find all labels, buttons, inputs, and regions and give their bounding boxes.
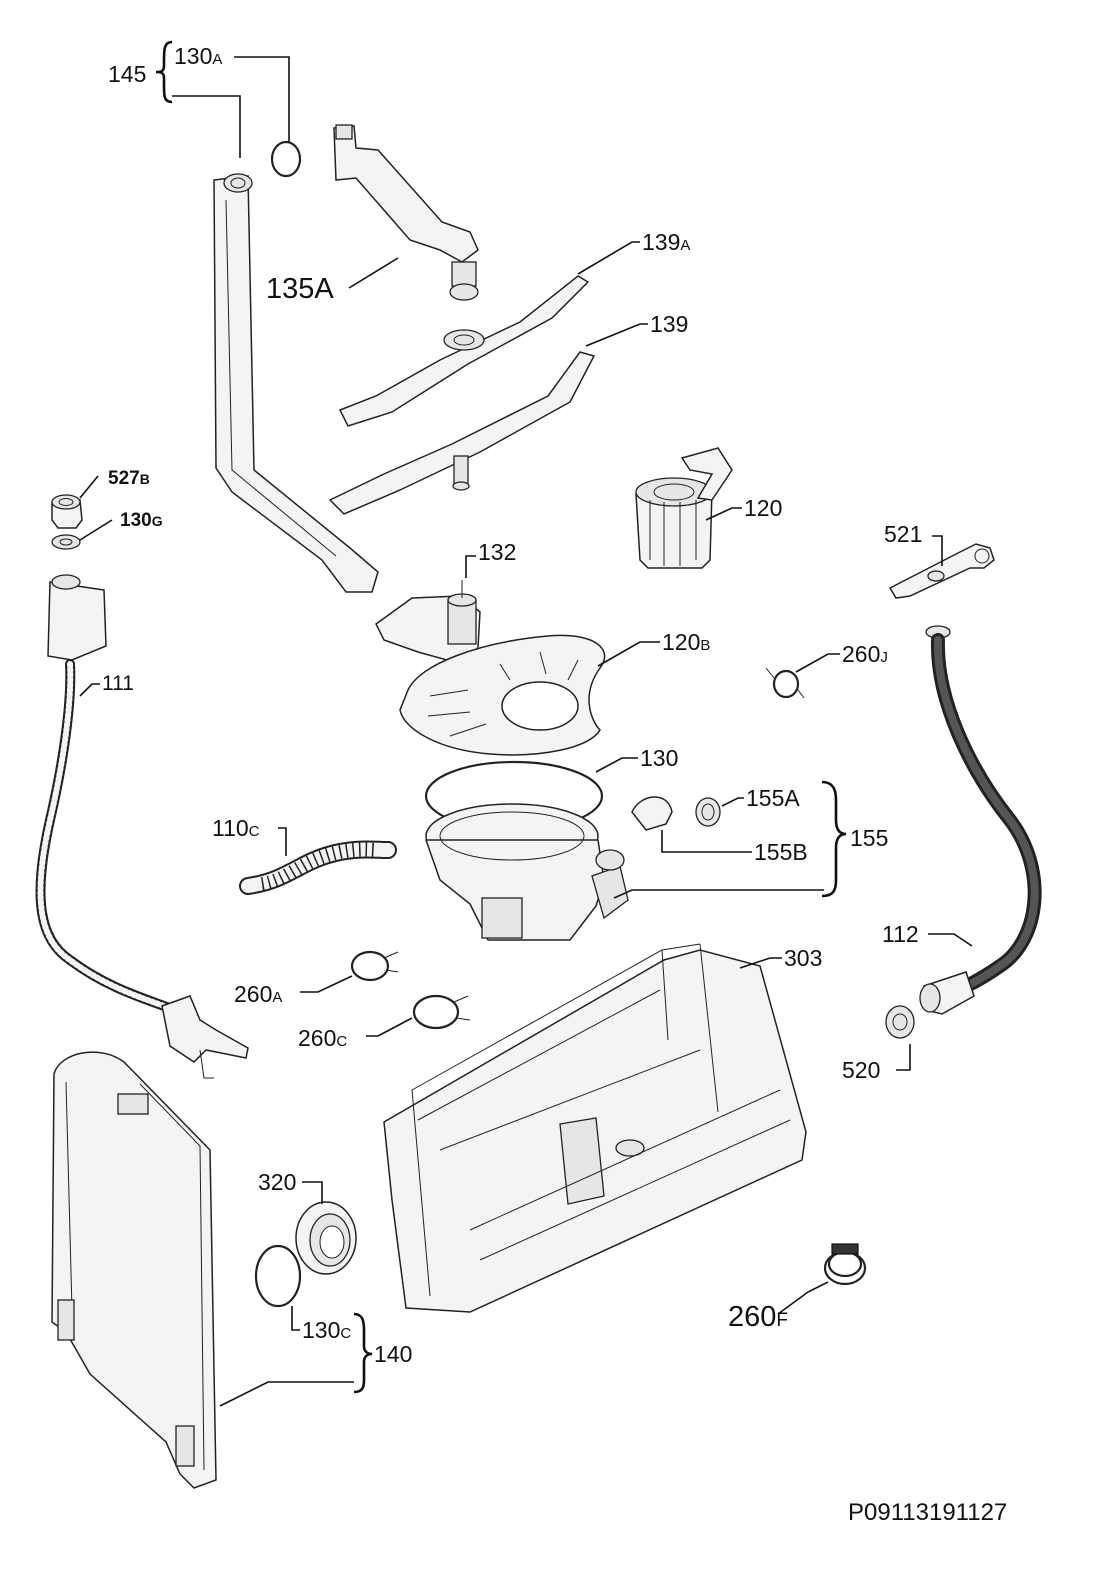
brace-145 — [155, 40, 173, 104]
reference-code: P09113191127 — [848, 1499, 1007, 1526]
label-120B: 120B — [662, 629, 710, 655]
label-320: 320 — [258, 1169, 296, 1195]
part-521-spanner — [888, 543, 995, 599]
part-111-inlet-hose — [35, 574, 249, 1079]
label-130C: 130C — [302, 1317, 351, 1343]
part-120B-filter-plate — [399, 634, 606, 756]
label-260C: 260C — [298, 1025, 347, 1051]
part-520-sleeve — [885, 1005, 915, 1039]
label-155B: 155B — [754, 839, 808, 865]
part-303-base — [383, 943, 807, 1313]
part-260F-clamp — [823, 1243, 867, 1286]
label-112: 112 — [882, 921, 919, 947]
part-139A-spray-arm — [338, 275, 590, 427]
label-155A: 155A — [746, 785, 800, 811]
part-130A-o-ring — [270, 140, 302, 178]
label-155: 155 — [850, 825, 888, 851]
brace-155 — [821, 780, 847, 898]
part-sump-assembly — [424, 803, 629, 941]
label-132: 132 — [478, 539, 516, 565]
label-139A: 139A — [642, 229, 690, 255]
label-130: 130 — [640, 745, 678, 771]
part-155A-connector — [695, 797, 721, 827]
label-260J: 260J — [842, 641, 888, 667]
leader-lines — [79, 56, 973, 1407]
label-130A: 130A — [174, 43, 222, 69]
part-130G-washer — [51, 534, 81, 550]
label-139: 139 — [650, 311, 688, 337]
label-521: 521 — [884, 521, 922, 547]
label-120: 120 — [744, 495, 782, 521]
label-260F: 260F — [728, 1301, 788, 1333]
part-135A-bracket — [333, 124, 479, 301]
label-527B: 527B — [108, 468, 150, 489]
part-145-supply-pipe — [213, 173, 379, 593]
part-110C-hose — [239, 840, 397, 895]
part-260A-clamp — [350, 950, 399, 982]
label-303: 303 — [784, 945, 822, 971]
label-111: 111 — [102, 672, 134, 695]
part-260J-clamp — [765, 667, 805, 699]
label-140: 140 — [374, 1341, 412, 1367]
part-155B-cover — [631, 796, 673, 831]
part-320-seal — [295, 1201, 357, 1275]
part-130C-o-ring — [254, 1244, 302, 1308]
label-260A: 260A — [234, 981, 282, 1007]
label-110C: 110C — [212, 815, 260, 841]
label-145: 145 — [108, 61, 146, 87]
part-132-sensor — [375, 580, 481, 663]
label-130G: 130G — [120, 510, 163, 531]
part-139-spray-arm — [328, 351, 596, 515]
label-520: 520 — [842, 1057, 880, 1083]
part-112-drain-hose — [919, 625, 1042, 1015]
brace-140 — [353, 1312, 373, 1394]
label-135A: 135A — [266, 273, 334, 305]
part-527B-cap — [51, 494, 83, 529]
part-140-air-break — [51, 1051, 217, 1489]
part-120-filter — [635, 447, 733, 569]
part-260C-clamp — [412, 994, 471, 1030]
